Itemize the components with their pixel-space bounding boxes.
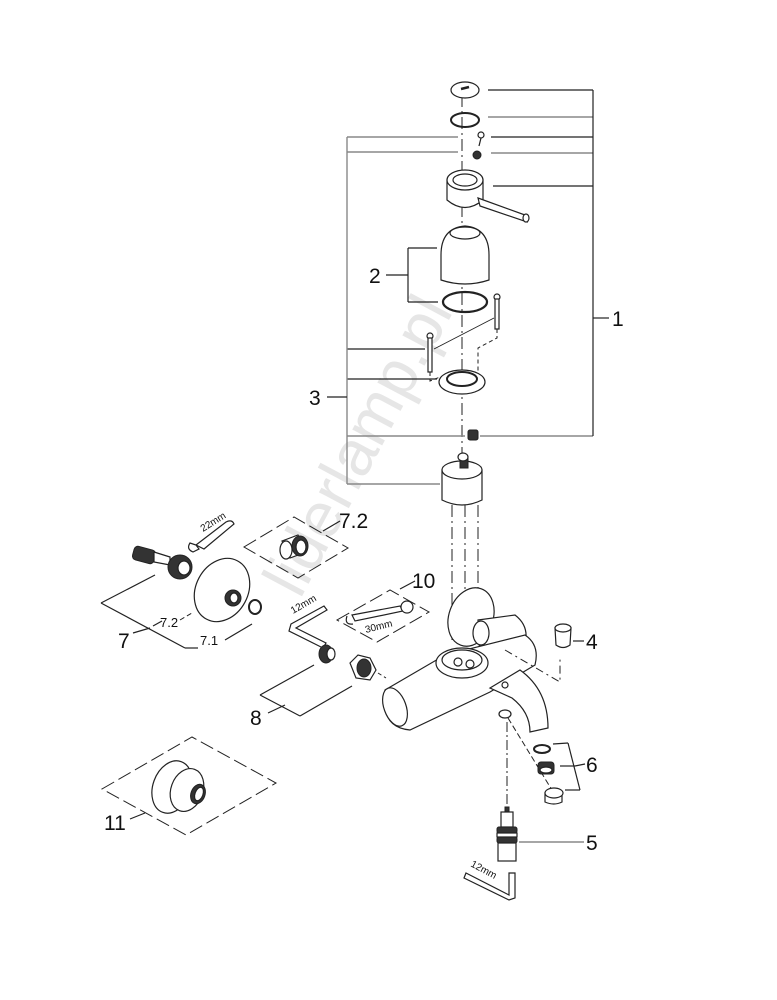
flange-plate: [438, 369, 486, 395]
spline-adapter: [467, 429, 479, 441]
wrench-22: [187, 520, 235, 553]
mixer-body: [382, 587, 549, 733]
kit-11-frame: [100, 736, 278, 836]
hex-nut-8: [349, 654, 377, 681]
watermark: liderlamp.pl: [249, 284, 466, 607]
bolt-right: [493, 293, 501, 330]
escutcheon-7-2: [193, 557, 251, 623]
nut-small: [472, 150, 482, 160]
kit-9-frame: [243, 516, 349, 579]
callout-6: 6: [586, 754, 598, 777]
s-union-7: [131, 545, 193, 580]
aerator-housing-6: [544, 787, 564, 805]
callout-4: 4: [586, 631, 598, 654]
cover-cap: [450, 81, 480, 99]
o-ring-top: [450, 112, 480, 128]
threaded-insert-8: [318, 644, 336, 664]
callout-9: 7.2: [339, 510, 368, 533]
wrench-30: [345, 600, 414, 625]
bracket-8: [259, 664, 353, 717]
bracket-6: [552, 742, 586, 791]
cartridge: [441, 452, 483, 506]
bracket-2: [386, 247, 438, 303]
callout-1: 1: [612, 308, 624, 331]
washer-6: [533, 744, 551, 754]
callout-2: 2: [369, 265, 381, 288]
plug-4: [554, 623, 572, 649]
washer-7-1: [248, 599, 262, 615]
nipple-9: [279, 534, 309, 560]
dome-sleeve: [440, 225, 490, 285]
aerator-insert-6: [537, 761, 555, 775]
callout-10-label: 10: [412, 570, 435, 593]
bolt-left: [426, 332, 434, 373]
bracket-7: [100, 574, 253, 649]
lever-handle: [446, 169, 530, 223]
bracket-3: [327, 136, 465, 485]
callout-3: 3: [309, 387, 321, 410]
bracket-1: [480, 89, 609, 437]
callout-8-label: 8: [250, 707, 262, 730]
o-ring-large: [441, 290, 489, 314]
wrench-30-size: 30mm: [364, 619, 394, 636]
screw-small: [477, 131, 485, 147]
hex-key-lower: [463, 872, 516, 901]
kit-10-frame: [335, 589, 431, 643]
diverter-5: [496, 806, 518, 862]
callout-5: 5: [586, 832, 598, 855]
hex-key-upper: [288, 605, 328, 649]
rosette-11: [151, 760, 206, 814]
callout-7: 7: [118, 630, 130, 653]
callout-11: 11: [104, 812, 126, 835]
callout-7-1-label: 7.1: [200, 633, 218, 648]
callout-7-2-label: 7.2: [160, 615, 178, 630]
